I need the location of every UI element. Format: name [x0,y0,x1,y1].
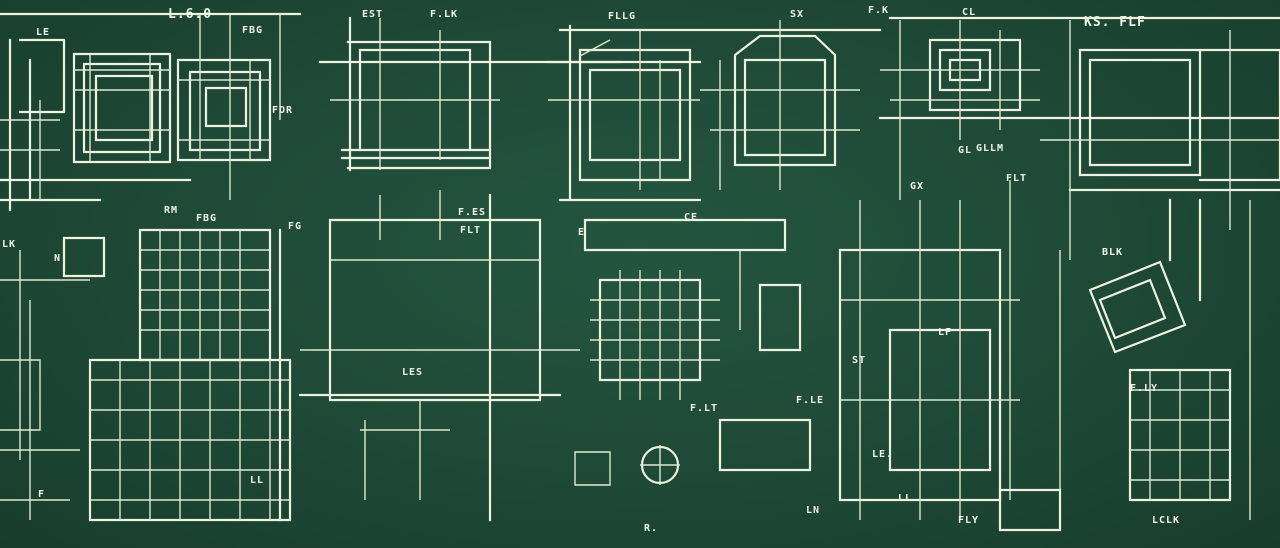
chalk-label: GL [958,145,973,156]
chalk-label: ST [852,355,867,366]
chalk-label: LF [938,327,953,338]
panel-bevel-box [700,20,860,190]
chalk-label: GX [910,181,925,192]
panel-right-square [1040,20,1280,260]
chalk-label: F.LE [796,395,825,406]
panel-concentric-squares [0,14,281,212]
chalk-label: FG [288,221,303,232]
chalk-label: LL [898,493,913,504]
chalk-label: FLT [460,225,482,236]
chalk-label: FOR [272,105,294,116]
chalk-label: N [54,253,62,264]
chalk-label: CE [684,212,699,223]
chalk-label: GLLM [976,143,1005,154]
panel-grid-frame [546,24,702,202]
chalk-label: FBG [242,25,264,36]
panel-lower-grids [0,180,1251,532]
chalk-label: E [578,227,586,238]
chalk-label: L.6.0 [168,7,213,22]
panel-framed-square [330,16,500,172]
chalk-label: LN [806,505,821,516]
chalk-label: SX [790,9,805,20]
chalk-label: F.ES [458,207,487,218]
chalk-label: LE. [872,449,894,460]
chalk-label: LES [402,367,424,378]
chalk-label: LK [2,239,17,250]
chalk-label: LE [36,27,51,38]
chalk-label: FBG [196,213,218,224]
chalk-label: R. [644,523,659,534]
chalk-label: RM [164,205,179,216]
panel-small-squares [880,20,1040,200]
chalk-label: F.K [868,5,890,16]
chalk-label: F.LK [430,9,459,20]
chalk-label: CL [962,7,977,18]
chalk-label: F.LY [1130,383,1159,394]
chalk-label: F.LT [690,403,719,414]
chalk-label: FLLG [608,11,637,22]
chalk-label: LCLK [1152,515,1181,526]
chalk-label: FLY [958,515,980,526]
chalk-label: EST [362,9,384,20]
chalk-label: BLK [1102,247,1124,258]
chalk-label: FLT [1006,173,1028,184]
chalk-label: F [38,489,46,500]
chalk-label: LL [250,475,265,486]
chalk-label: KS. FLF [1084,15,1146,30]
